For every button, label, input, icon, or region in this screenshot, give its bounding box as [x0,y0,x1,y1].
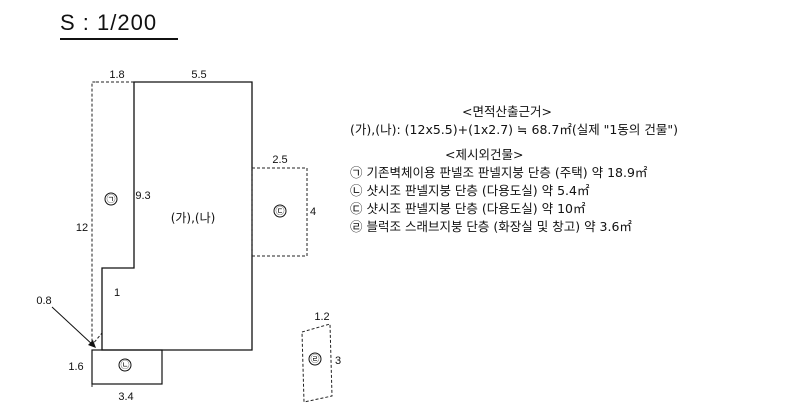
dim-top-left: 1.8 [109,69,124,81]
dim-corner: 0.8 [36,295,51,307]
area-heading: <면적산출근거> [462,104,552,119]
scale-underline [60,38,178,40]
marker-a-circle [104,192,118,206]
dim-d-width: 1.2 [314,311,329,323]
dim-step: 1 [114,287,120,299]
leader-arrowhead [88,340,96,348]
other-building-item: ㉢ 샷시조 판넬지붕 단층 (다용도실) 약 10㎡ [350,201,586,216]
other-building-item: ㉠ 기존벽체이용 판넬조 판넬지붕 단층 (주택) 약 18.9㎡ [350,165,648,180]
dim-b-height: 1.6 [68,361,83,373]
dim-top-right: 5.5 [191,69,206,81]
notes-panel: <면적산출근거> (가),(나): (12x5.5)+(1x2.7) ≒ 68.… [350,103,790,236]
other-buildings-heading: <제시외건물> [445,147,524,162]
marker-a: ㉠ [106,194,115,205]
annex-b-outline [91,349,163,385]
marker-b: ㉡ [120,360,129,371]
leader-line [51,306,95,347]
marker-d-circle [308,352,322,366]
dim-height-left: 12 [76,222,88,234]
other-building-item: ㉣ 블럭조 스래브지붕 단층 (화장실 및 창고) 약 3.6㎡ [350,219,632,234]
marker-c: ㉢ [275,206,284,217]
annex-d-outline [301,323,333,403]
area-formula: (가),(나): (12x5.5)+(1x2.7) ≒ 68.7㎡(실제 "1동… [350,122,678,137]
dim-c-height: 4 [310,206,316,218]
dim-d-height: 3 [335,355,341,367]
annex-a-outline [91,81,135,347]
dim-inner-height: 9.3 [135,190,150,202]
dim-b-width: 3.4 [118,391,133,403]
marker-b-circle [118,358,132,372]
dim-c-width: 2.5 [272,154,287,166]
scale-label: S : 1/200 [60,10,158,35]
annex-c-outline [251,167,308,257]
marker-c-circle [273,204,287,218]
marker-d: ㉣ [310,354,319,365]
other-building-item: ㉡ 샷시조 판넬지붕 단층 (다용도실) 약 5.4㎡ [350,183,590,198]
main-building-label: (가),(나) [171,211,216,225]
